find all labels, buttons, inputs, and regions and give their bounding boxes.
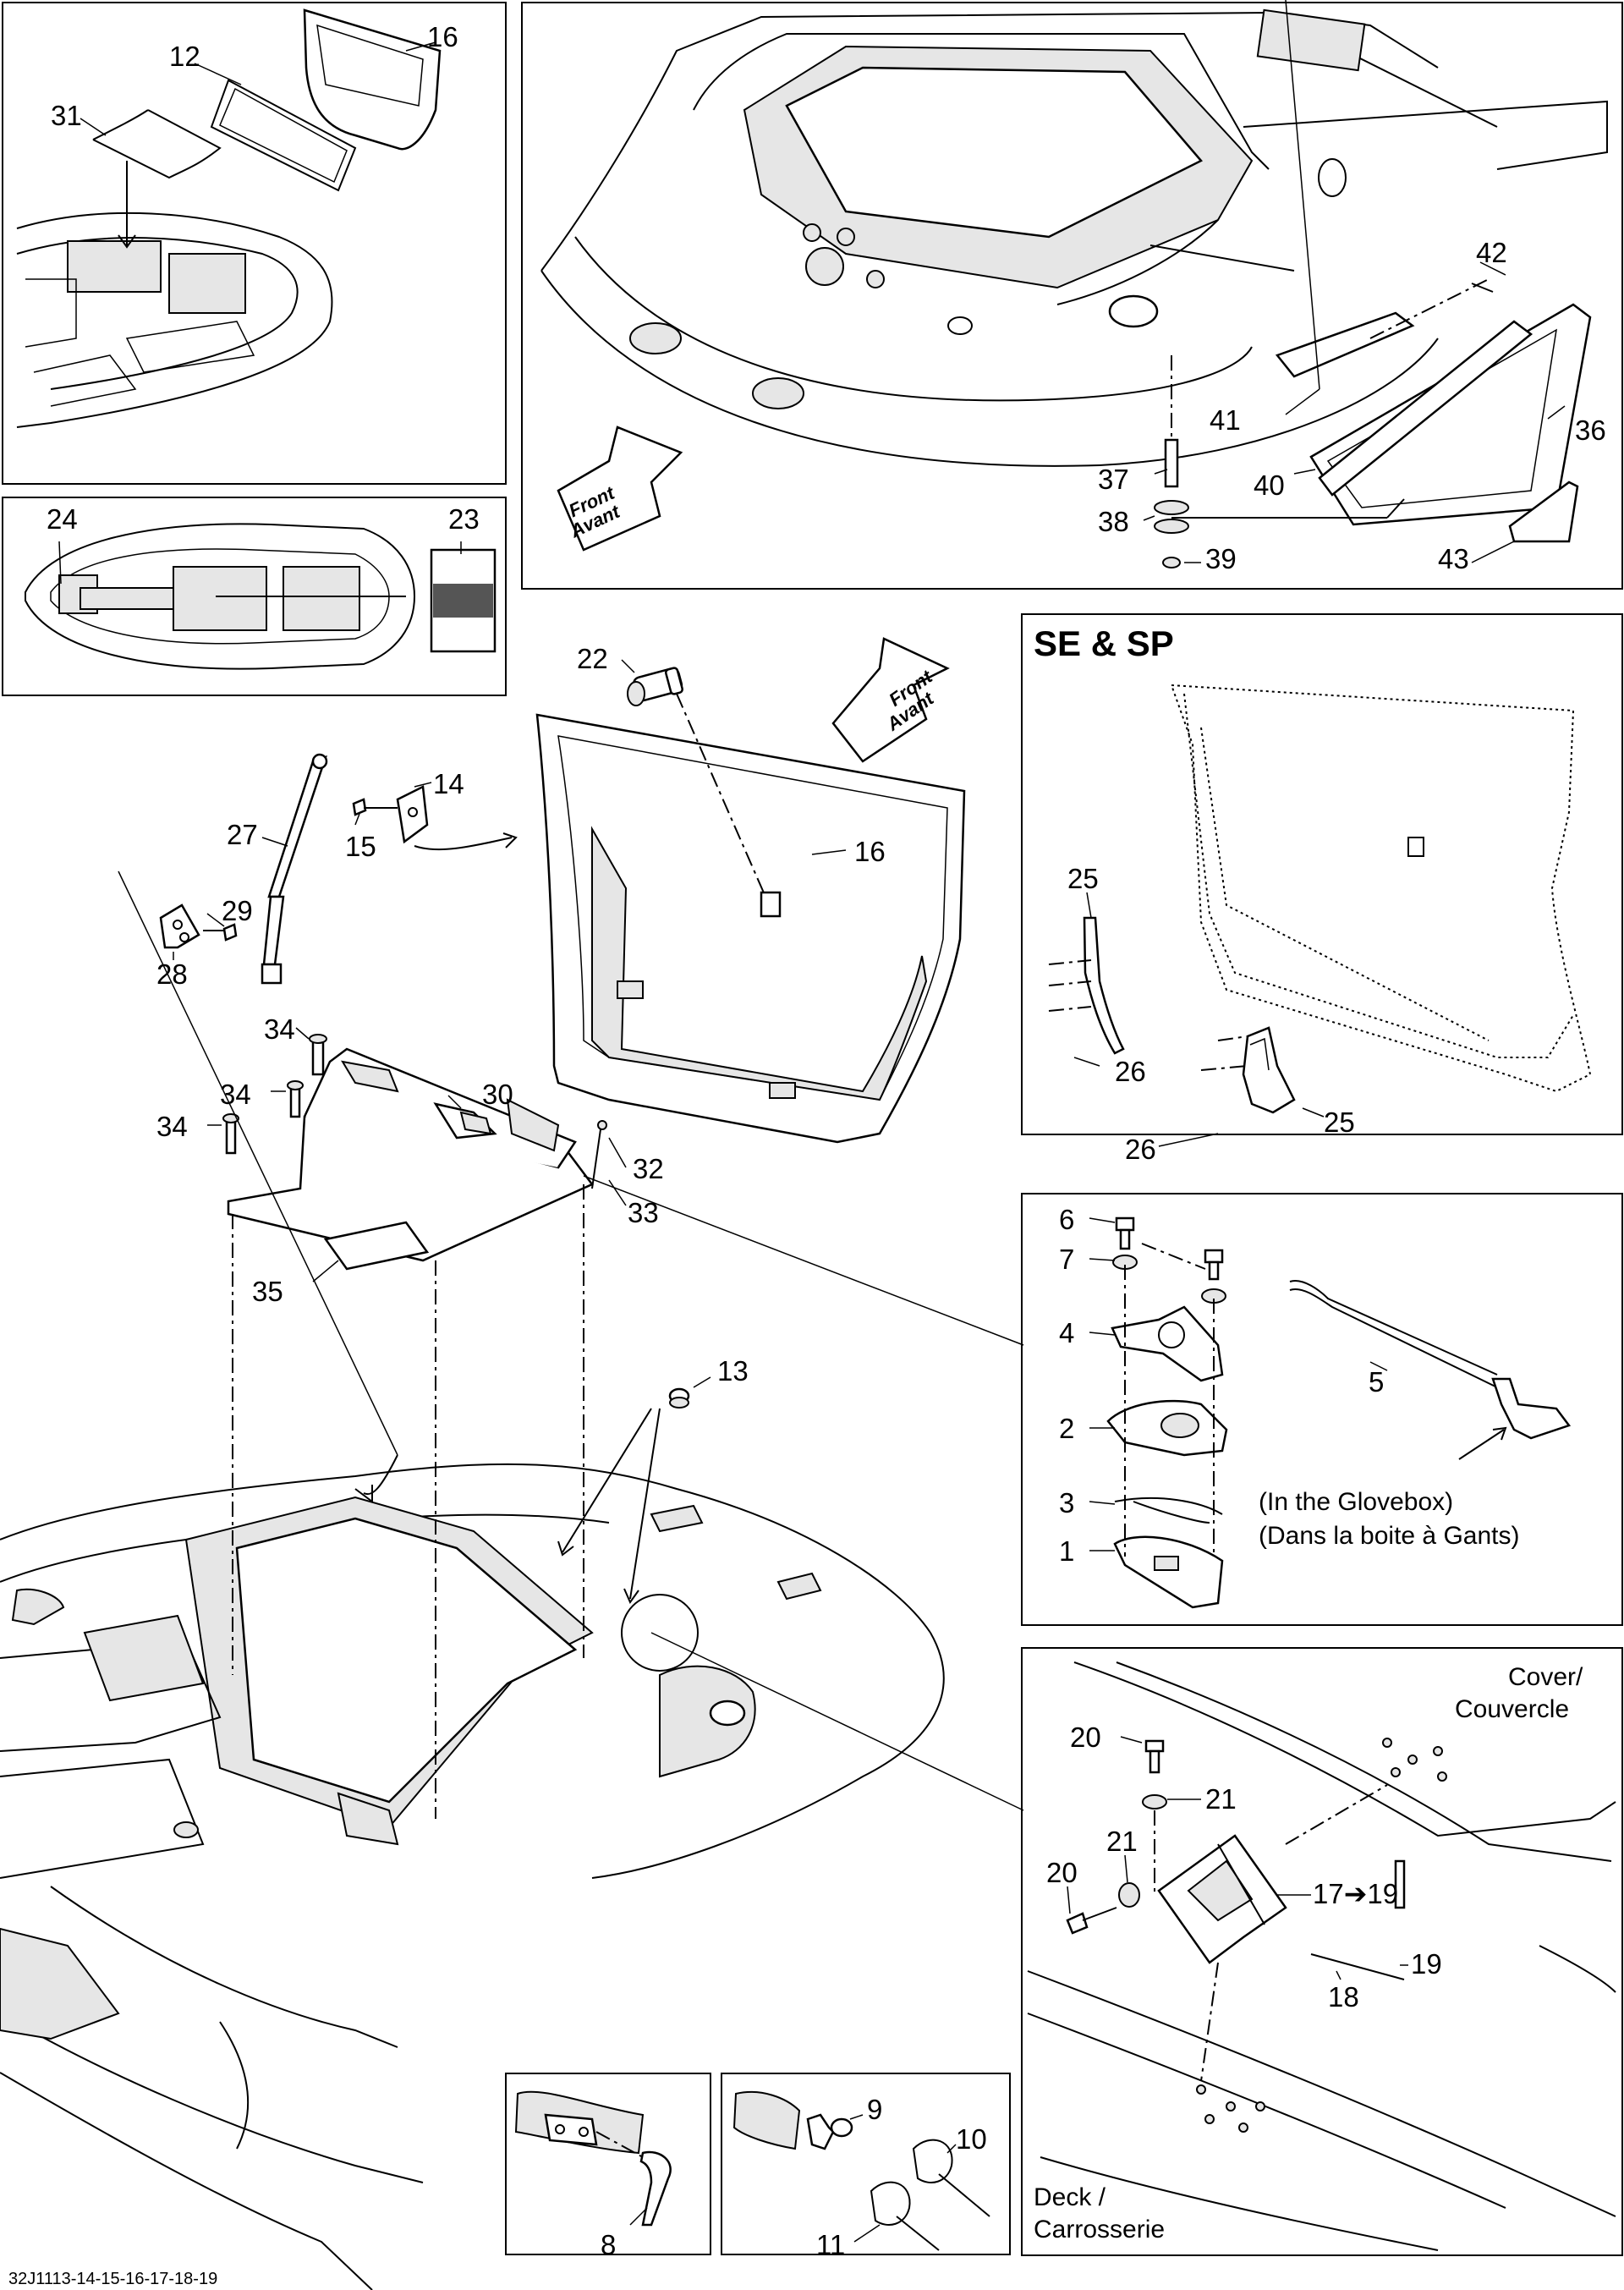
glovebox-note-fr: (Dans la boite à Gants) xyxy=(1259,1522,1519,1550)
callout-9: 9 xyxy=(867,2094,882,2125)
mat-part-23 xyxy=(430,548,497,653)
boat-bow-thumbnail xyxy=(16,211,333,428)
callout-15: 15 xyxy=(345,831,376,862)
damper-part-22 xyxy=(627,667,766,898)
callout-31: 31 xyxy=(51,100,82,131)
callout-23: 23 xyxy=(448,503,480,535)
callout-26a: 26 xyxy=(1115,1056,1146,1087)
callout-5: 5 xyxy=(1369,1366,1384,1398)
callout-6: 6 xyxy=(1059,1204,1074,1235)
callout-43: 43 xyxy=(1438,543,1469,574)
callout-34c: 34 xyxy=(156,1111,188,1142)
callout-42: 42 xyxy=(1476,237,1507,268)
callout-35: 35 xyxy=(252,1276,283,1307)
deck-label-en: Deck / xyxy=(1034,2183,1106,2211)
hinge-assembly xyxy=(1027,1661,1616,2251)
callout-4: 4 xyxy=(1059,1317,1074,1348)
callout-37: 37 xyxy=(1098,464,1129,495)
drawing-code: 32J1113-14-15-16-17-18-19 xyxy=(8,2270,217,2288)
callout-29: 29 xyxy=(222,895,253,926)
callout-24: 24 xyxy=(47,503,78,535)
boat-stern-view xyxy=(540,8,1608,467)
se-sp-lid-dotted xyxy=(1170,684,1592,1093)
callout-1: 1 xyxy=(1059,1535,1074,1567)
callout-13: 13 xyxy=(717,1355,749,1387)
callout-33: 33 xyxy=(628,1197,659,1228)
seal-part-12 xyxy=(210,79,357,192)
callout-30: 30 xyxy=(482,1079,513,1110)
step-parts-36-43 xyxy=(1149,244,1592,568)
callout-17-19: 17➔19 xyxy=(1313,1878,1398,1909)
callout-22: 22 xyxy=(577,643,608,674)
callout-25b: 25 xyxy=(1324,1107,1355,1138)
callout-25a: 25 xyxy=(1067,863,1099,894)
callout-28: 28 xyxy=(156,958,188,990)
clip-b-artwork xyxy=(732,2090,990,2251)
callout-26b: 26 xyxy=(1125,1134,1156,1165)
callout-36: 36 xyxy=(1575,415,1606,446)
callout-12: 12 xyxy=(169,41,200,72)
callout-34b: 34 xyxy=(220,1079,251,1110)
callout-34a: 34 xyxy=(264,1013,295,1045)
screws-parts-32-34 xyxy=(222,1034,607,1189)
callout-2: 2 xyxy=(1059,1413,1074,1444)
callout-10: 10 xyxy=(956,2123,987,2155)
decal-part-31 xyxy=(92,109,222,249)
se-sp-title: SE & SP xyxy=(1034,623,1174,663)
panel-hinge xyxy=(1021,1647,1623,2256)
callout-16-main: 16 xyxy=(854,836,886,867)
callout-14: 14 xyxy=(433,768,464,799)
cover-label-en: Cover/ xyxy=(1508,1663,1583,1691)
deck-main-view xyxy=(0,1463,945,2290)
callout-3: 3 xyxy=(1059,1487,1074,1518)
callout-19: 19 xyxy=(1411,1948,1442,1980)
callout-20b: 20 xyxy=(1046,1857,1078,1888)
callout-21b: 21 xyxy=(1106,1826,1138,1857)
callout-8: 8 xyxy=(601,2229,616,2260)
se-sp-clip-parts xyxy=(1083,916,1296,1114)
bumper-part-13 xyxy=(557,1387,690,1605)
callout-16: 16 xyxy=(427,21,458,52)
callout-20a: 20 xyxy=(1070,1722,1101,1753)
boat-top-view-thumbnail xyxy=(25,523,416,670)
callout-18: 18 xyxy=(1328,1981,1359,2013)
clip-a-artwork xyxy=(514,2090,672,2227)
callout-21a: 21 xyxy=(1205,1783,1237,1815)
callout-41: 41 xyxy=(1210,404,1241,436)
latch-assembly xyxy=(1106,1216,1572,1609)
front-arrow-main: Front Avant xyxy=(831,637,950,763)
tray-part-30 xyxy=(227,1047,594,1271)
callout-11: 11 xyxy=(816,2229,845,2260)
callout-32: 32 xyxy=(633,1153,664,1184)
deck-label-fr: Carrosserie xyxy=(1034,2216,1165,2243)
callout-38: 38 xyxy=(1098,506,1129,537)
callout-40: 40 xyxy=(1254,470,1285,501)
glovebox-note-en: (In the Glovebox) xyxy=(1259,1488,1453,1516)
glovebox-lid-main-part-16 xyxy=(535,713,966,1144)
gas-strut-part-27 xyxy=(261,753,328,985)
cover-label-fr: Couvercle xyxy=(1455,1695,1569,1723)
front-arrow-top-right: Front Avant xyxy=(557,426,683,552)
glovebox-lid-part-16 xyxy=(303,8,442,151)
callout-39: 39 xyxy=(1205,543,1237,574)
callout-7: 7 xyxy=(1059,1244,1074,1275)
bracket-parts-14-15-28-29 xyxy=(159,785,518,949)
assembly-guide-lines xyxy=(118,870,1024,1819)
callout-27: 27 xyxy=(227,819,258,850)
